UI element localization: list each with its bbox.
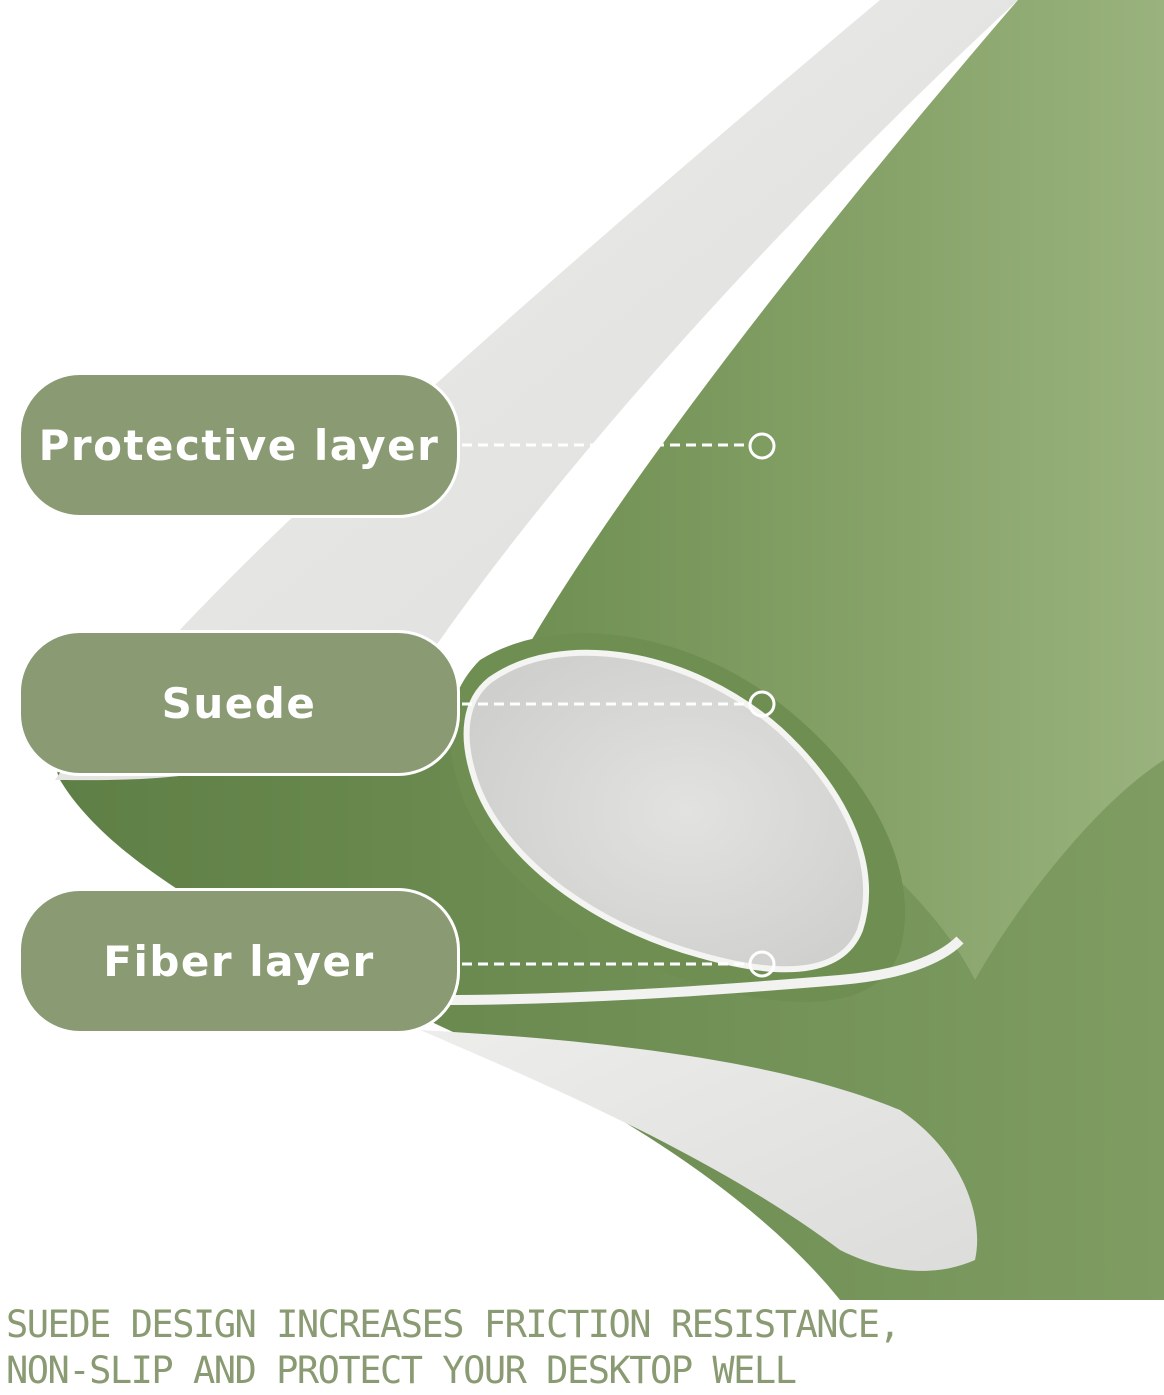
suede-band <box>55 0 1018 781</box>
marker-fiber-icon <box>748 950 776 978</box>
callout-fiber-layer-label: Fiber layer <box>103 936 375 986</box>
callout-suede: Suede <box>18 630 460 776</box>
caption-line-1: SUEDE DESIGN INCREASES FRICTION RESISTAN… <box>6 1303 901 1346</box>
callout-suede-label: Suede <box>161 678 317 728</box>
marker-suede-icon <box>748 690 776 718</box>
lower-suede-curve <box>420 1030 978 1271</box>
roll-inner-suede <box>463 649 870 973</box>
callout-fiber-layer: Fiber layer <box>18 888 460 1034</box>
callout-protective-layer-label: Protective layer <box>38 420 440 470</box>
callout-protective-layer: Protective layer <box>18 372 460 518</box>
marker-protective-icon <box>748 432 776 460</box>
green-band <box>520 0 1164 980</box>
caption-line-2: NON-SLIP AND PROTECT YOUR DESKTOP WELL <box>6 1349 797 1392</box>
roll-edge <box>439 936 964 1005</box>
